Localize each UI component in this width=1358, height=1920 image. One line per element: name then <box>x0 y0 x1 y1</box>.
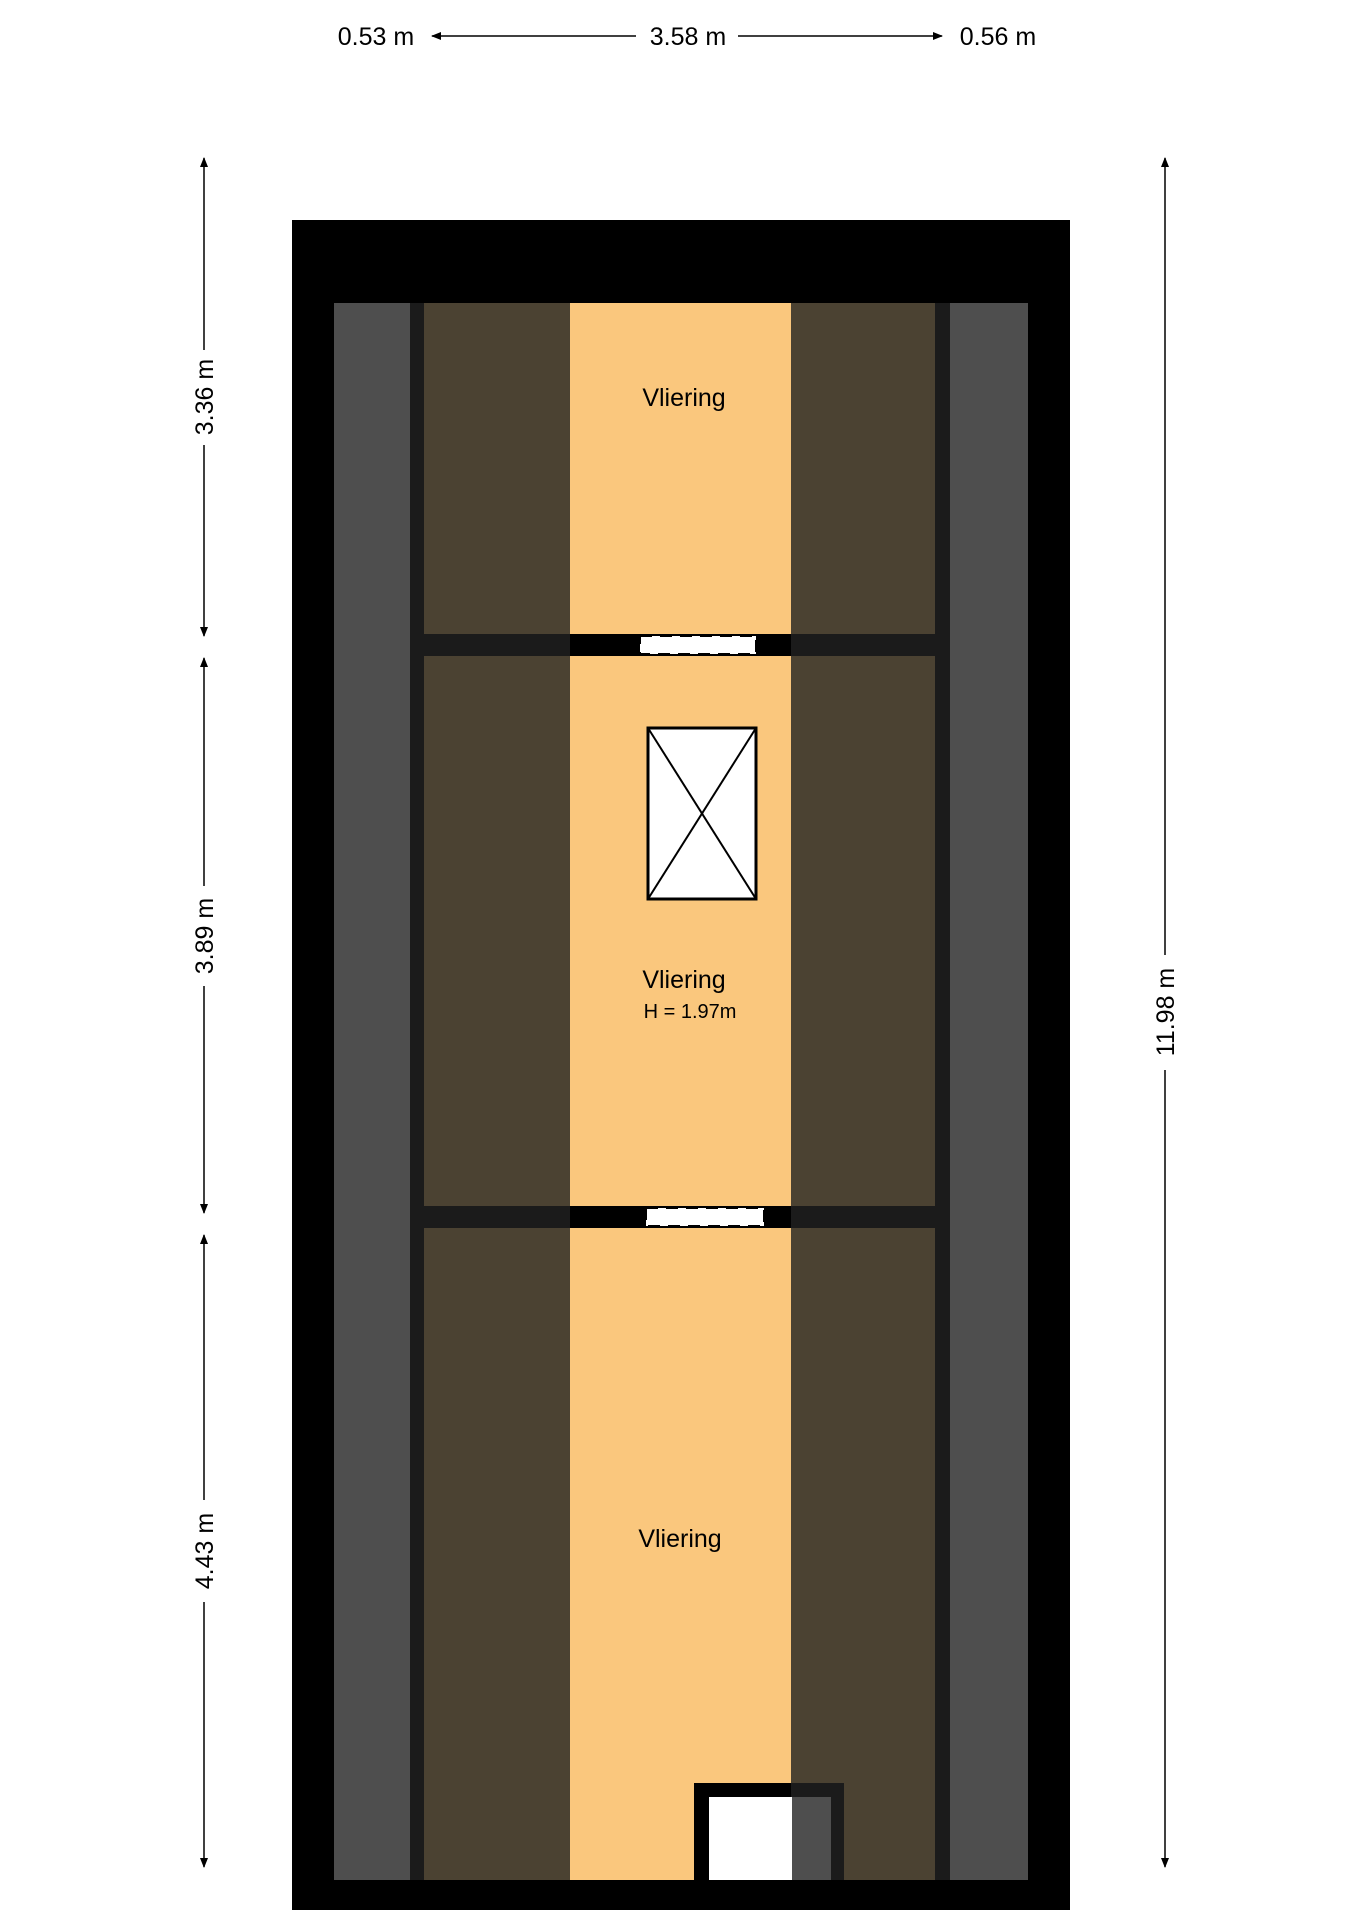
door-opening-lower[interactable] <box>645 1207 765 1227</box>
roof-slope-right <box>950 303 1028 1880</box>
low-zone-right <box>791 303 935 1880</box>
dimension-right: 11.98 m <box>1152 157 1180 1868</box>
dimension-top-center: 3.58 m <box>650 23 726 51</box>
room-label-upper: Vliering <box>642 384 725 412</box>
partition-wall-lower <box>424 1206 935 1228</box>
room-label-lower: Vliering <box>638 1525 721 1553</box>
stair-opening <box>694 1783 844 1880</box>
dimension-top-right: 0.56 m <box>960 23 1036 51</box>
room-height-middle: H = 1.97m <box>644 1001 737 1023</box>
dimension-left-upper: 3.36 m <box>191 359 219 435</box>
knee-wall-left <box>410 303 424 1880</box>
dimension-left: 3.36 m 3.89 m 4.43 m <box>191 157 219 1868</box>
low-zone-left <box>424 303 570 1880</box>
dimension-left-lower: 4.43 m <box>191 1513 219 1589</box>
partition-wall-upper <box>424 634 935 656</box>
dimension-top-left: 0.53 m <box>338 23 414 51</box>
roof-slope-left <box>334 303 410 1880</box>
skylight-icon <box>646 726 758 901</box>
dimension-left-middle: 3.89 m <box>191 898 219 974</box>
door-opening-upper[interactable] <box>639 635 757 655</box>
room-label-middle: Vliering <box>642 966 725 994</box>
dimension-right-total: 11.98 m <box>1152 968 1180 1056</box>
dimension-top: 0.53 m 3.58 m 0.56 m <box>338 23 1036 51</box>
floor-area <box>570 303 791 1880</box>
knee-wall-right <box>935 303 950 1880</box>
